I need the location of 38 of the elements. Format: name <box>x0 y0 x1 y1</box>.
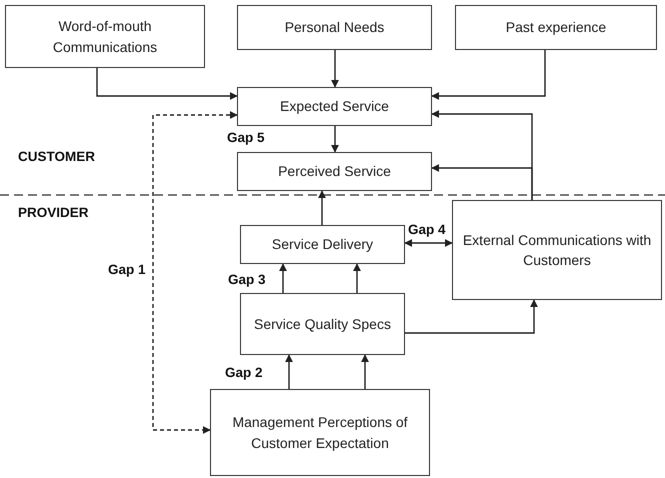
arrow <box>285 354 293 389</box>
process-box <box>240 293 405 355</box>
arrow <box>353 263 361 293</box>
gap-label: Gap 4 <box>408 222 446 237</box>
process-box <box>237 87 432 126</box>
arrow <box>318 190 326 225</box>
section-label: CUSTOMER <box>18 149 96 164</box>
box-label: External Communications with Customers <box>462 230 652 270</box>
arrow <box>279 263 287 293</box>
process-box <box>455 5 657 50</box>
arrow <box>361 354 369 389</box>
arrow <box>331 126 339 153</box>
box-label: Service Delivery <box>272 235 374 254</box>
process-box <box>240 225 405 264</box>
box-label: Service Quality Specs <box>254 314 391 334</box>
process-box <box>452 200 662 300</box>
process-box <box>210 389 430 476</box>
arrow <box>431 50 546 100</box>
box-label: Management Perceptions of Customer Expectation <box>231 413 409 453</box>
dashed-arrow <box>152 111 238 434</box>
gap-label: Gap 5 <box>227 130 265 145</box>
box-label: Expected Service <box>280 97 389 116</box>
arrow <box>405 299 538 334</box>
process-box <box>237 5 432 50</box>
box-label: Word-of-mouth Communications <box>52 17 158 56</box>
gap-label: Gap 2 <box>225 365 263 380</box>
gap-label: Gap 3 <box>228 272 266 287</box>
gap-label: Gap 1 <box>108 262 146 277</box>
box-label: Perceived Service <box>278 162 391 182</box>
box-label: Past experience <box>506 18 606 38</box>
arrow <box>404 239 453 247</box>
arrow <box>96 68 238 100</box>
section-label: PROVIDER <box>18 205 89 220</box>
box-label: Personal Needs <box>284 18 384 38</box>
arrow <box>431 164 533 200</box>
arrow <box>331 50 339 88</box>
process-box <box>237 152 432 191</box>
process-box <box>5 5 205 68</box>
